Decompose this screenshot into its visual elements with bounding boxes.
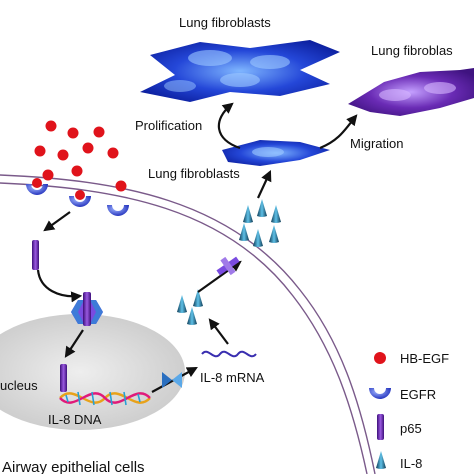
- complex-to-nucleus-arrow: [64, 329, 84, 358]
- il8-mrna-label: IL-8 mRNA: [200, 370, 265, 385]
- lung-fibroblasts-top-label: Lung fibroblasts: [179, 15, 271, 30]
- translation-arrow: [208, 318, 229, 345]
- il8-mrna-wave: [201, 350, 257, 358]
- p65-translocation-arrow: [36, 269, 83, 303]
- red-dot-icon: [374, 352, 386, 364]
- egfr-to-p65-arrow: [43, 211, 71, 232]
- lung-fibroblasts-cluster-mid: [222, 140, 330, 166]
- legend: HB-EGF EGFR p65 IL-8: [369, 351, 449, 471]
- membrane-channel-icon: [216, 256, 240, 276]
- lung-fibroblasts-cluster-top: [140, 40, 340, 102]
- cell-membrane: [0, 174, 376, 474]
- lung-fibroblasts-cluster-right: [348, 68, 474, 116]
- hb-egf-ligands: [34, 120, 127, 192]
- il8-secreted: [239, 199, 281, 247]
- migration-label: Migration: [350, 136, 403, 151]
- p65-complex: [71, 292, 103, 326]
- egfr-receptor-icon: [369, 388, 391, 399]
- p65-bar-icon: [377, 414, 384, 440]
- legend-label-p65: p65: [400, 421, 422, 436]
- migration-arrow: [319, 114, 358, 150]
- airway-epithelial-cells-label: Airway epithelial cells: [2, 459, 145, 474]
- lung-fibroblasts-right-label: Lung fibroblas: [371, 43, 453, 58]
- nuclear-pore-icon: [162, 372, 182, 388]
- il8-intracellular: [177, 289, 203, 325]
- legend-label-hb-egf: HB-EGF: [400, 351, 449, 366]
- il8-dna-helix: [59, 391, 151, 406]
- legend-label-egfr: EGFR: [400, 387, 436, 402]
- il8-to-fibroblasts-arrow: [257, 170, 272, 199]
- proliferation-arrow: [217, 102, 241, 150]
- proliferation-label: Prolification: [135, 118, 202, 133]
- egfr-receptors: [26, 178, 129, 216]
- secretion-arrow: [197, 260, 242, 293]
- legend-label-il8: IL-8: [400, 456, 422, 471]
- p65-cytoplasm: [32, 240, 39, 270]
- il8-cone-icon: [376, 451, 386, 469]
- il8-dna-label: IL-8 DNA: [48, 412, 102, 427]
- p65-nucleus: [60, 364, 67, 392]
- lung-fibroblasts-mid-label: Lung fibroblasts: [148, 166, 240, 181]
- nucleus-label: ucleus: [0, 378, 38, 393]
- nucleus-shape: [0, 314, 185, 430]
